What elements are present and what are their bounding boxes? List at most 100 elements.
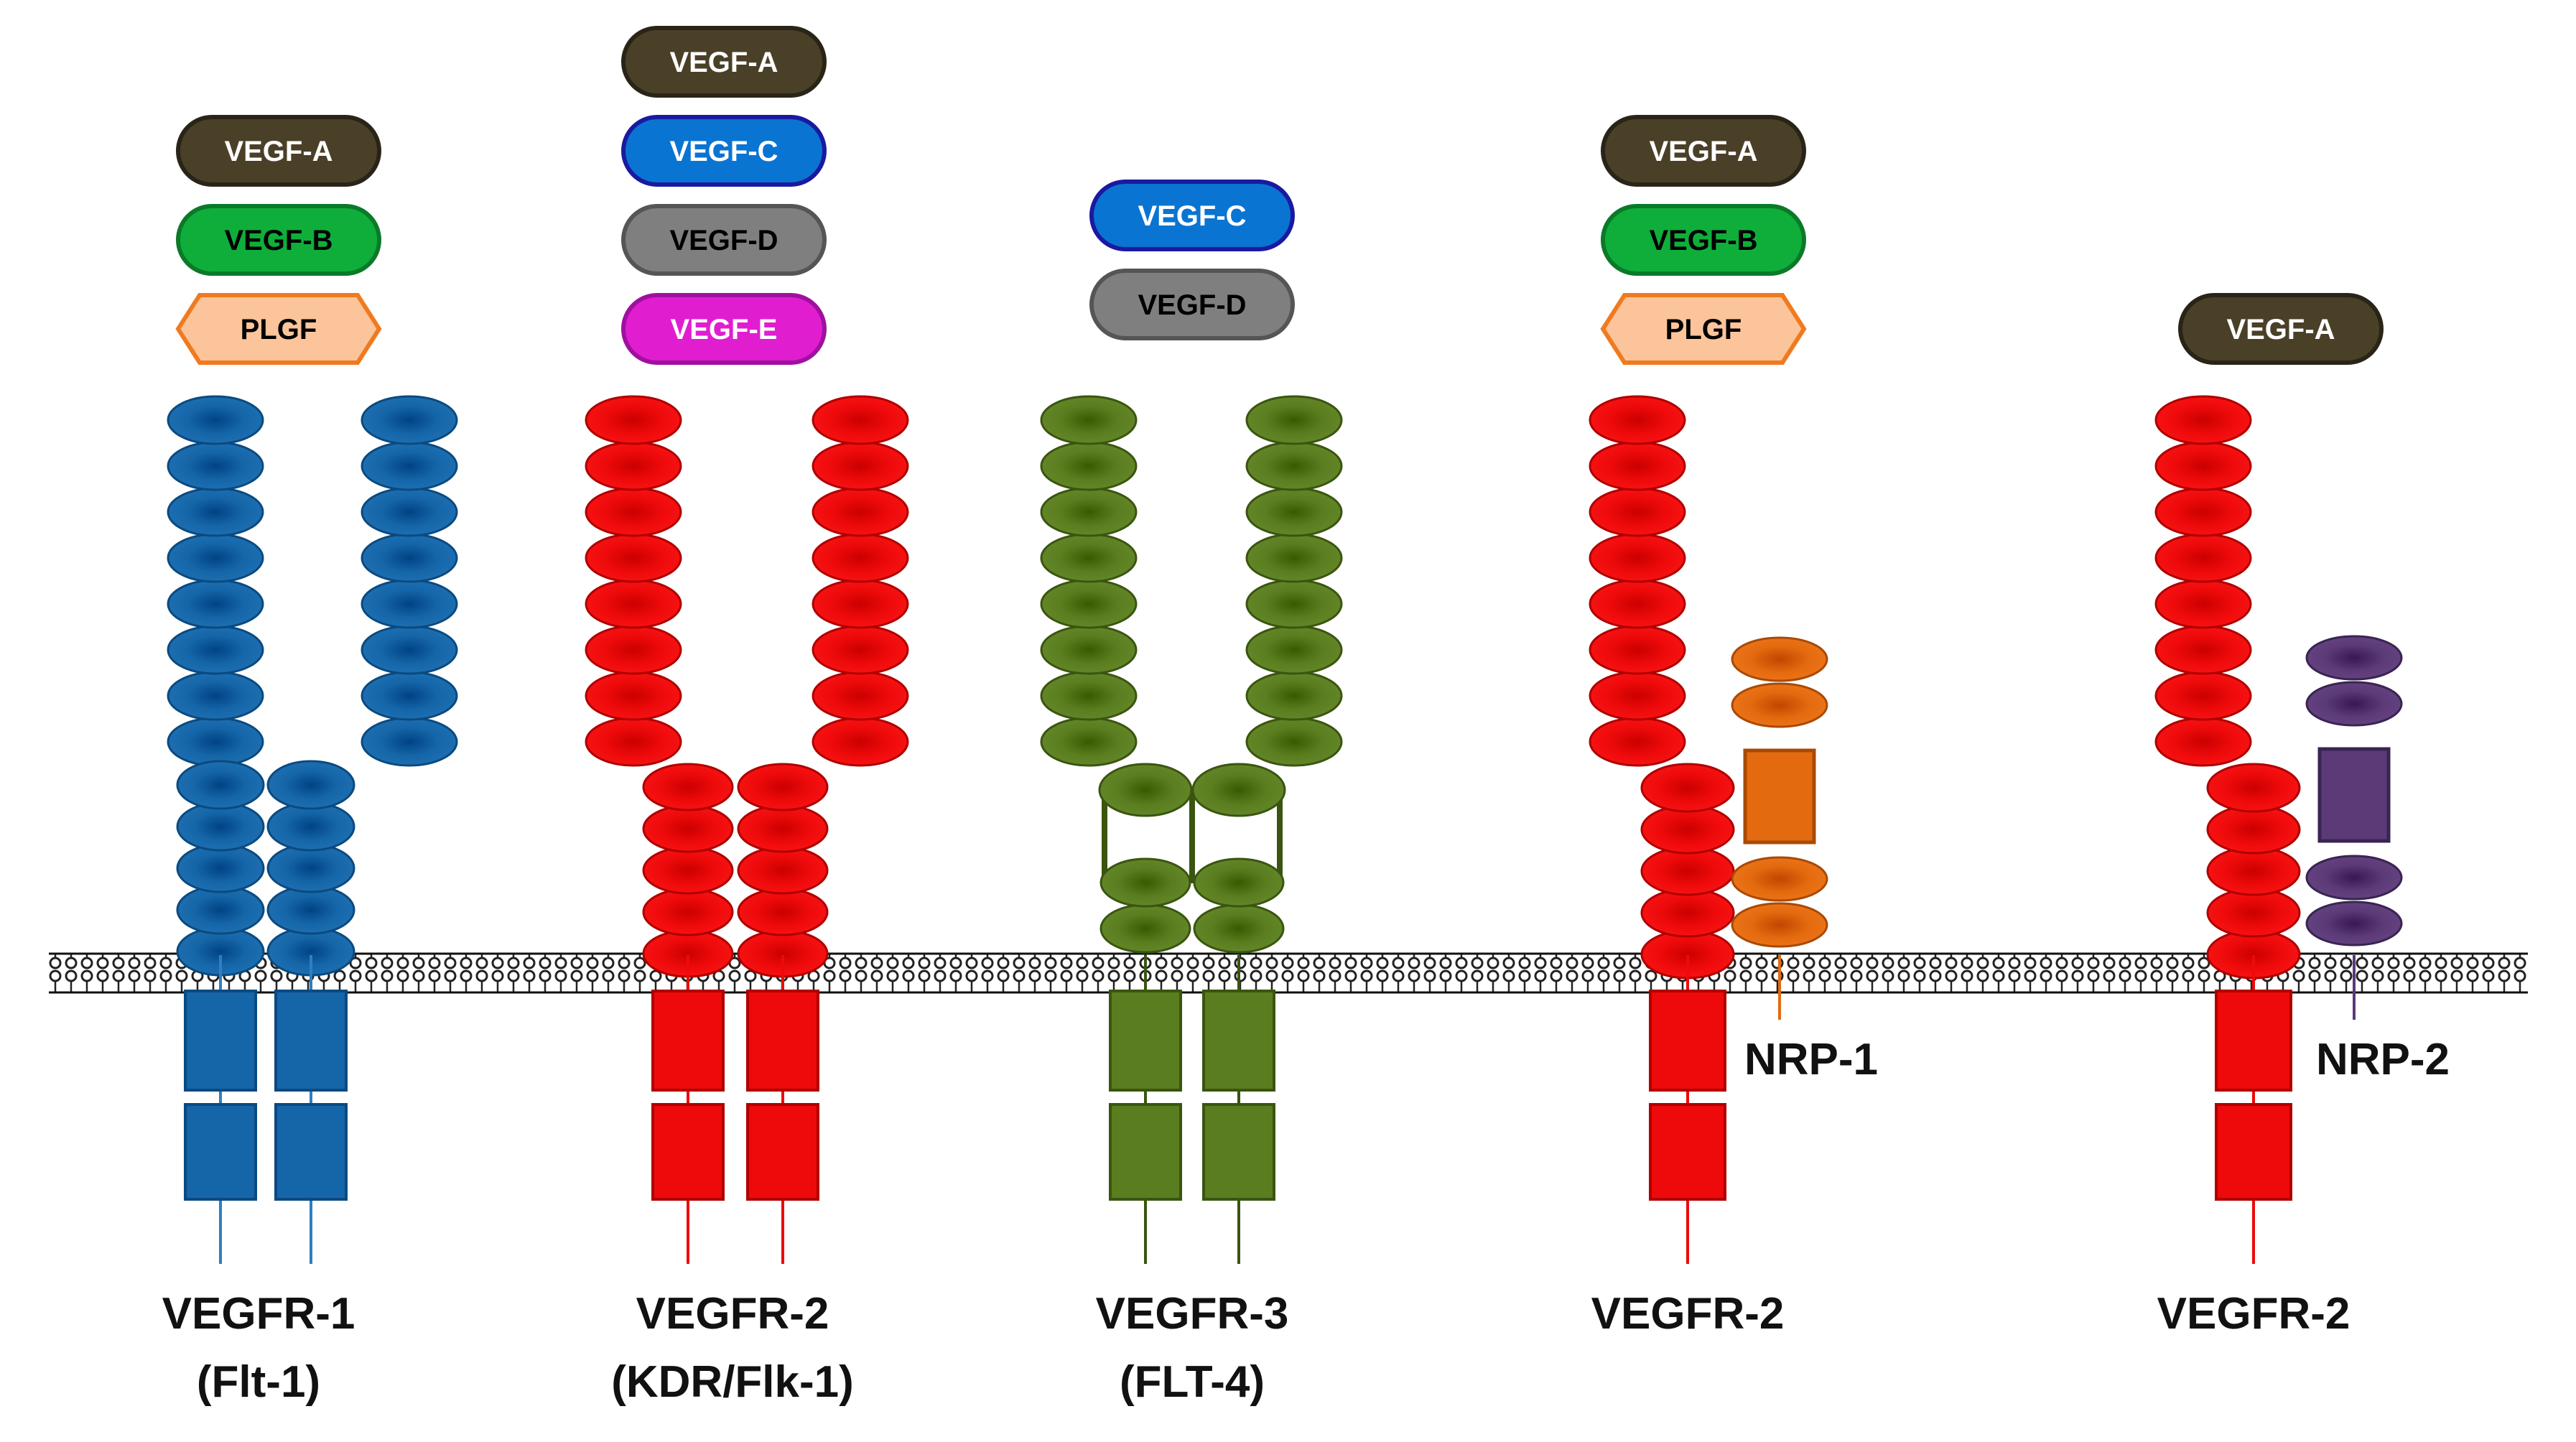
vegfr1-left-arm-domain-8 xyxy=(167,717,264,767)
nrp2-box xyxy=(2317,747,2391,843)
vegfr1-left-kinase-2 xyxy=(184,1103,257,1201)
ligand-label: VEGF-A xyxy=(669,47,778,78)
vegfr2-right-arm-domain-8 xyxy=(812,717,909,767)
ligand-label: VEGF-A xyxy=(224,136,333,167)
vegfr2-right-arm-domain-6 xyxy=(812,625,909,675)
ligand-label: VEGF-B xyxy=(1649,225,1757,256)
vegfr1-right-arm-domain-1 xyxy=(361,395,458,445)
vegfr3-left-stem-domain-1 xyxy=(1099,857,1191,908)
vegfr2-nrp1-stem-domain-1 xyxy=(1640,763,1735,813)
ligand-shape xyxy=(1089,180,1295,251)
vegfr2-right-arm-domain-1 xyxy=(812,395,909,445)
receptor-vegfr1 xyxy=(167,395,458,1264)
vegfr2-left-arm-domain-5 xyxy=(585,579,682,629)
vegfr2-left-arm-domain-3 xyxy=(585,487,682,537)
vegfr1-left-arm-domain-6 xyxy=(167,625,264,675)
ligand-shape xyxy=(1089,269,1295,340)
vegfr2-left-stem-domain-2 xyxy=(642,804,734,853)
vegfr2-nrp2-kinase-1 xyxy=(2215,990,2292,1092)
receptor-alias-vegfr3: (FLT-4) xyxy=(1120,1357,1265,1407)
vegfr2-right-stem-domain-2 xyxy=(737,804,829,853)
vegfr2-nrp1-arm-domain-4 xyxy=(1589,533,1686,583)
vegfr2-nrp2-stem-domain-2 xyxy=(2206,804,2301,855)
vegfr3-right-split-domain xyxy=(1191,763,1286,817)
receptor-vegfr2-nrp2 xyxy=(2154,395,2403,1264)
vegfr1-right-arm-domain-4 xyxy=(361,533,458,583)
nrp2-top-domain-1 xyxy=(2305,635,2403,681)
vegfr2-nrp2-arm-domain-4 xyxy=(2154,533,2252,583)
ligand-vegf-b-vegfr2_nrp1: VEGF-B xyxy=(1601,204,1806,276)
ligand-shape xyxy=(176,204,381,276)
vegfr2-left-arm-domain-1 xyxy=(585,395,682,445)
vegfr3-left-stem-domain-2 xyxy=(1099,903,1191,954)
vegfr3-right-stem-domain-2 xyxy=(1193,903,1285,954)
ligand-label: VEGF-D xyxy=(1138,289,1246,321)
nrp2-bottom-domain-1 xyxy=(2305,855,2403,901)
vegfr2-left-kinase-1 xyxy=(651,990,725,1092)
vegfr1-left-arm-domain-3 xyxy=(167,487,264,537)
vegfr2-right-stem-domain-3 xyxy=(737,846,829,895)
vegfr3-left-arm-domain-5 xyxy=(1040,579,1138,629)
vegfr2-left-arm-domain-6 xyxy=(585,625,682,675)
ligand-vegf-d-vegfr2: VEGF-D xyxy=(621,204,827,276)
ligand-label: PLGF xyxy=(241,314,317,345)
vegfr1-left-stem-domain-3 xyxy=(176,843,265,893)
ligand-shape xyxy=(2178,293,2384,365)
vegfr1-left-arm-domain-7 xyxy=(167,671,264,721)
ligand-label: VEGF-C xyxy=(669,136,778,167)
vegfr1-right-arm-domain-2 xyxy=(361,441,458,491)
ligand-vegf-a-vegfr1: VEGF-A xyxy=(176,115,381,187)
vegfr1-left-arm-domain-1 xyxy=(167,395,264,445)
vegfr3-left-arm-domain-2 xyxy=(1040,441,1138,491)
ligand-vegf-c-vegfr3: VEGF-C xyxy=(1089,180,1295,251)
vegfr3-right-arm-domain-1 xyxy=(1245,395,1343,445)
nrp1-box xyxy=(1743,748,1816,845)
nrp1-bottom-domain-1 xyxy=(1731,856,1828,902)
ligand-shape xyxy=(621,204,827,276)
vegfr2-nrp1-arm-domain-3 xyxy=(1589,487,1686,537)
vegfr2-right-arm-domain-2 xyxy=(812,441,909,491)
ligand-shape xyxy=(621,26,827,98)
vegfr3-right-stem-domain-1 xyxy=(1193,857,1285,908)
vegfr3-right-arm-domain-3 xyxy=(1245,487,1343,537)
vegfr3-left-split-domain xyxy=(1098,763,1193,817)
ligand-vegf-c-vegfr2: VEGF-C xyxy=(621,115,827,187)
ligand-shape xyxy=(621,293,827,365)
ligand-vegf-a-vegfr2_nrp1: VEGF-A xyxy=(1601,115,1806,187)
ligand-label: VEGF-D xyxy=(669,225,778,256)
vegfr1-right-arm-domain-6 xyxy=(361,625,458,675)
ligand-label: VEGF-A xyxy=(2226,314,2335,345)
vegfr1-left-stem-domain-1 xyxy=(176,760,265,810)
vegfr1-left-stem-domain-2 xyxy=(176,801,265,852)
nrp1-bottom-domain-2 xyxy=(1731,902,1828,948)
ligand-vegf-e-vegfr2: VEGF-E xyxy=(621,293,827,365)
vegfr2-nrp2-arm-domain-5 xyxy=(2154,579,2252,629)
ligand-plgf-vegfr1: PLGF xyxy=(175,293,382,365)
receptor-vegfr3 xyxy=(1040,395,1343,1264)
vegfr3-left-arm-domain-7 xyxy=(1040,671,1138,721)
vegfr2-nrp2-stem-domain-3 xyxy=(2206,846,2301,896)
vegfr2-nrp1-arm-domain-1 xyxy=(1589,395,1686,445)
vegfr2-nrp2-arm-domain-7 xyxy=(2154,671,2252,721)
ligand-vegf-a-vegfr2: VEGF-A xyxy=(621,26,827,98)
ligand-shape xyxy=(1600,293,1807,365)
ligand-shape xyxy=(621,115,827,187)
vegfr2-nrp1-stem-domain-4 xyxy=(1640,888,1735,938)
vegfr3-left-kinase-2 xyxy=(1109,1103,1182,1201)
coreceptor-label-vegfr2_nrp1: NRP-1 xyxy=(1744,1035,1878,1084)
receptor-vegfr2 xyxy=(585,395,909,1264)
ligand-label: VEGF-E xyxy=(671,314,778,345)
vegfr2-left-arm-domain-8 xyxy=(585,717,682,767)
receptor-name-vegfr3: VEGFR-3 xyxy=(1096,1289,1289,1339)
vegfr1-right-arm-domain-7 xyxy=(361,671,458,721)
vegfr1-right-stem-domain-4 xyxy=(266,885,355,935)
vegfr2-nrp1-arm-domain-7 xyxy=(1589,671,1686,721)
vegfr2-nrp1-arm-domain-6 xyxy=(1589,625,1686,675)
ligand-shape xyxy=(176,115,381,187)
vegfr3-left-arm-domain-4 xyxy=(1040,533,1138,583)
receptor-name-vegfr2_nrp2: VEGFR-2 xyxy=(2157,1289,2351,1339)
vegfr2-nrp2-arm-domain-1 xyxy=(2154,395,2252,445)
ligand-label: PLGF xyxy=(1665,314,1742,345)
vegfr2-nrp2-stem-domain-1 xyxy=(2206,763,2301,813)
vegfr2-right-arm-domain-4 xyxy=(812,533,909,583)
